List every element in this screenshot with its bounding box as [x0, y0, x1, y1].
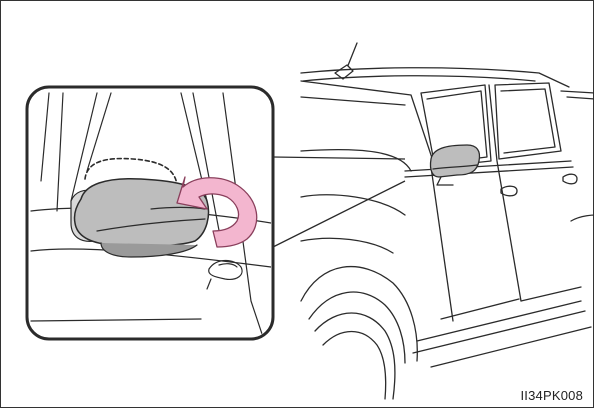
inset-connector: [273, 157, 405, 247]
mirror-inset-panel: [27, 87, 273, 339]
figure-code: II34PK008: [520, 388, 583, 403]
pickup-truck-illustration: [301, 43, 594, 399]
